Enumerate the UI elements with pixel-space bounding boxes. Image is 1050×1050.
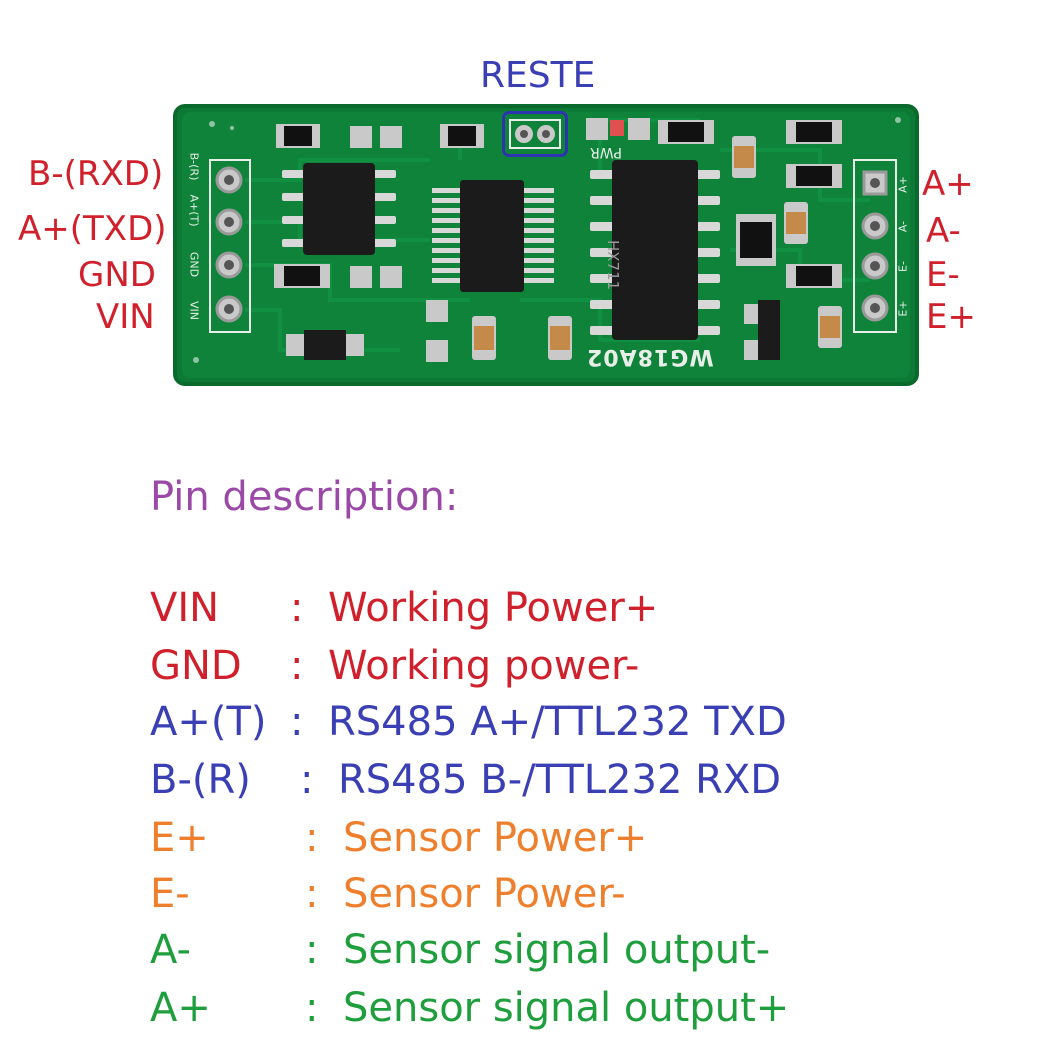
left-pin-label-gnd: GND — [78, 255, 156, 295]
reset-jumper-pads — [509, 119, 561, 149]
description-text: Working power- — [328, 643, 640, 689]
description-pin: E- — [150, 871, 190, 917]
description-text: RS485 B-/TTL232 RXD — [338, 757, 782, 803]
description-pin: GND — [150, 643, 242, 689]
description-text: Working Power+ — [328, 585, 659, 631]
description-text: Sensor Power- — [343, 871, 626, 917]
description-pin: A+(T) — [150, 699, 267, 745]
silk-right-labels: A+ A- E- E+ — [896, 160, 914, 340]
description-text: Sensor Power+ — [343, 815, 648, 861]
right-pin-label-aplus: A+ — [922, 164, 974, 204]
left-pin-label-brxd: B-(RXD) — [28, 154, 164, 194]
left-pin-pads — [215, 166, 243, 323]
description-text: Sensor signal output- — [343, 927, 771, 973]
smd-capacitors — [472, 136, 842, 360]
description-separator: : — [305, 927, 319, 973]
description-separator: : — [290, 585, 304, 631]
description-separator: : — [290, 643, 304, 689]
pcb-board-image — [173, 104, 919, 386]
reset-highlight-box — [502, 111, 568, 157]
silk-pwr: PWR — [590, 144, 623, 160]
silk-right-aplus: A+ — [896, 176, 910, 193]
right-pin-label-aminus: A- — [926, 211, 961, 251]
right-header — [853, 159, 897, 333]
description-text: RS485 A+/TTL232 TXD — [328, 699, 787, 745]
via-dots — [193, 117, 901, 363]
silk-left-a: A+(T) — [187, 194, 201, 227]
description-title: Pin description: — [150, 474, 459, 520]
silk-left-vin: VIN — [187, 301, 201, 320]
description-pin: VIN — [150, 585, 220, 631]
pwr-led — [610, 120, 624, 136]
square-pads — [350, 118, 650, 362]
description-pin: E+ — [150, 815, 209, 861]
left-pin-label-atxd: A+(TXD) — [18, 209, 167, 249]
hx711-chip — [590, 160, 720, 340]
reset-label: RESTE — [480, 55, 596, 96]
tssop-chip — [432, 180, 554, 292]
right-pin-label-eminus: E- — [926, 255, 960, 295]
silk-right-aminus: A- — [896, 220, 910, 233]
chip-marking: HX711 — [604, 240, 622, 291]
description-pin: A- — [150, 927, 191, 973]
silk-left-b: B-(R) — [187, 152, 201, 181]
soic8-chip — [282, 163, 396, 255]
description-separator: : — [290, 699, 304, 745]
description-separator: : — [305, 815, 319, 861]
description-pin: A+ — [150, 985, 211, 1031]
silk-right-eminus: E- — [896, 261, 910, 272]
silk-model: WG18A02 — [586, 344, 714, 369]
description-separator: : — [305, 871, 319, 917]
transistors — [286, 300, 780, 360]
description-separator: : — [305, 985, 319, 1031]
description-pin: B-(R) — [150, 757, 251, 803]
silk-right-eplus: E+ — [896, 300, 910, 317]
left-pin-label-vin: VIN — [96, 297, 155, 337]
smd-resistors — [274, 120, 842, 288]
left-header — [209, 159, 251, 333]
silk-left-gnd: GND — [187, 251, 201, 278]
silk-left-labels: B-(R) A+(T) GND VIN — [186, 146, 202, 338]
description-separator: : — [300, 757, 314, 803]
description-text: Sensor signal output+ — [343, 985, 790, 1031]
right-pin-label-eplus: E+ — [926, 297, 976, 337]
